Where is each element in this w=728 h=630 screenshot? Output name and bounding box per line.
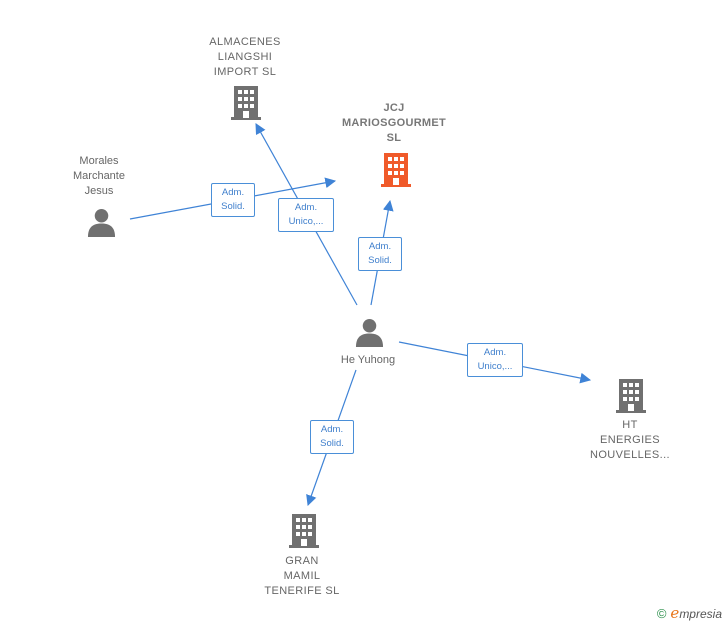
edge-label-he-ht[interactable]: Adm. Unico,... <box>467 343 523 377</box>
person-icon[interactable] <box>355 318 384 347</box>
edge-label-he-gran[interactable]: Adm. Solid. <box>310 420 354 454</box>
node-label-ht[interactable]: HT ENERGIES NOUVELLES... <box>590 419 670 461</box>
edge-label-he-almacenes[interactable]: Adm. Unico,... <box>278 198 334 232</box>
building-icon[interactable] <box>289 514 319 548</box>
person-icon[interactable] <box>87 208 116 237</box>
building-icon[interactable] <box>381 153 411 187</box>
copyright-symbol: © <box>656 605 667 621</box>
node-label-morales[interactable]: Morales Marchante Jesus <box>73 155 125 197</box>
node-label-jcj[interactable]: JCJ MARIOSGOURMET SL <box>341 102 447 144</box>
edges <box>129 123 592 507</box>
brand-logo[interactable]: empresia <box>670 604 722 622</box>
edge-label-morales-jcj[interactable]: Adm. Solid. <box>211 183 255 217</box>
node-label-almacenes[interactable]: ALMACENES LIANGSHI IMPORT SL <box>209 36 281 78</box>
node-label-gran-mamil[interactable]: GRAN MAMIL TENERIFE SL <box>264 555 340 597</box>
edge-label-he-jcj[interactable]: Adm. Solid. <box>358 237 402 271</box>
building-icon[interactable] <box>616 379 646 413</box>
node-label-he-yuhong[interactable]: He Yuhong <box>340 354 396 366</box>
building-icon[interactable] <box>231 86 261 120</box>
footer-brand: © empresia <box>657 604 722 622</box>
